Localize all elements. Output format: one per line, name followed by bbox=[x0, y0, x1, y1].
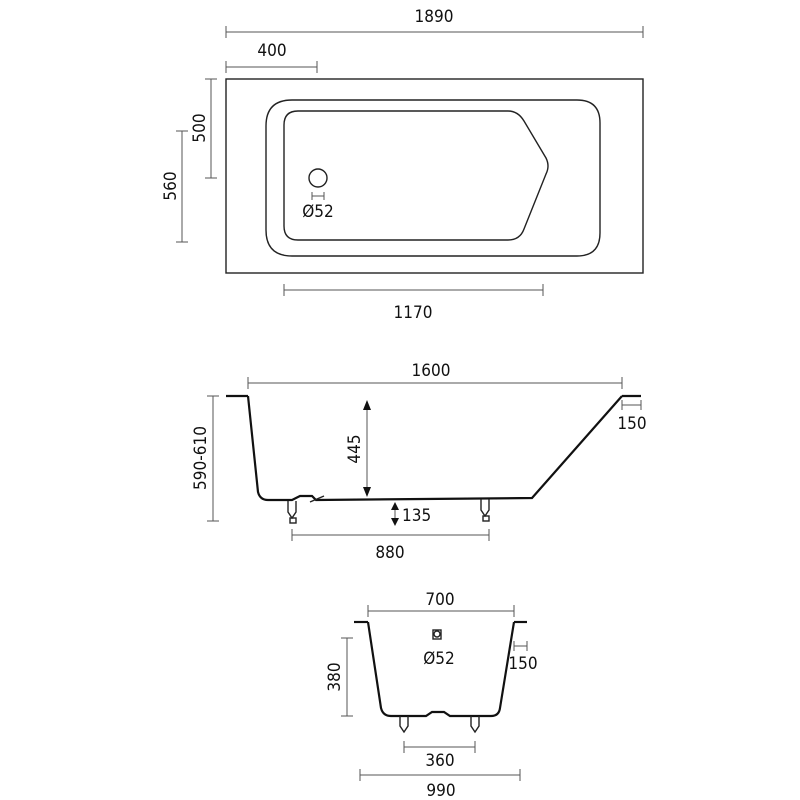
label-drain-offset: 400 bbox=[257, 41, 286, 61]
label-height-range: 590-610 bbox=[191, 426, 211, 490]
side-view: 1600 150 590-610 445 135 bbox=[191, 361, 647, 563]
label-leg-spacing-end: 360 bbox=[425, 751, 454, 771]
end-leg-left bbox=[399, 716, 409, 734]
tub-side-profile bbox=[246, 395, 623, 502]
label-leg-height: 135 bbox=[402, 506, 431, 526]
dimension-overall-length: 1890 bbox=[225, 7, 644, 38]
dimension-leg-spacing-end: 360 bbox=[403, 741, 476, 771]
dimension-rim-thickness-end: 150 bbox=[508, 641, 538, 674]
label-base-width: 990 bbox=[426, 781, 455, 800]
label-inner-depth: 445 bbox=[345, 434, 365, 463]
top-view: 1890 400 500 560 Ø52 1170 bbox=[161, 7, 644, 323]
dimension-leg-height: 135 bbox=[391, 502, 431, 526]
label-overall-width: 560 bbox=[161, 171, 181, 200]
dimension-rim-width: 700 bbox=[367, 590, 515, 617]
dimension-leg-spacing-side: 880 bbox=[291, 529, 490, 563]
dimension-drain-offset: 400 bbox=[225, 41, 318, 73]
end-leg-right bbox=[470, 716, 480, 734]
dimension-rim-thickness-side: 150 bbox=[617, 400, 647, 434]
tub-outer-outline bbox=[225, 78, 644, 274]
label-inner-length: 1170 bbox=[394, 303, 433, 323]
dimension-rim-length: 1600 bbox=[247, 361, 623, 389]
label-drain-diameter-end: Ø52 bbox=[423, 649, 455, 669]
label-body-height: 380 bbox=[325, 662, 345, 691]
label-rim-thickness-side: 150 bbox=[617, 414, 646, 434]
dimension-base-width: 990 bbox=[359, 769, 521, 800]
dimension-overall-width: 560 bbox=[161, 130, 188, 243]
label-inner-width: 500 bbox=[190, 113, 210, 142]
label-rim-width: 700 bbox=[425, 590, 454, 610]
label-overall-length: 1890 bbox=[415, 7, 454, 27]
tub-end-profile bbox=[366, 621, 516, 718]
tub-basin-contour bbox=[283, 110, 549, 241]
end-drain-plug bbox=[432, 629, 442, 640]
end-view: 700 Ø52 150 380 360 990 bbox=[325, 590, 538, 800]
dimension-inner-length: 1170 bbox=[283, 284, 544, 323]
label-rim-length: 1600 bbox=[412, 361, 451, 381]
leg-left bbox=[287, 501, 297, 520]
label-leg-spacing-side: 880 bbox=[375, 543, 404, 563]
label-rim-thickness-end: 150 bbox=[508, 654, 537, 674]
dimension-height-range: 590-610 bbox=[191, 395, 219, 522]
dimension-inner-depth: 445 bbox=[345, 400, 371, 497]
dimension-body-height: 380 bbox=[325, 637, 353, 717]
leg-right bbox=[480, 499, 490, 518]
drain-hole bbox=[308, 168, 328, 188]
dimension-inner-width: 500 bbox=[190, 78, 217, 179]
label-drain-diameter-top: Ø52 bbox=[302, 202, 334, 222]
tub-rim-contour bbox=[265, 99, 601, 257]
